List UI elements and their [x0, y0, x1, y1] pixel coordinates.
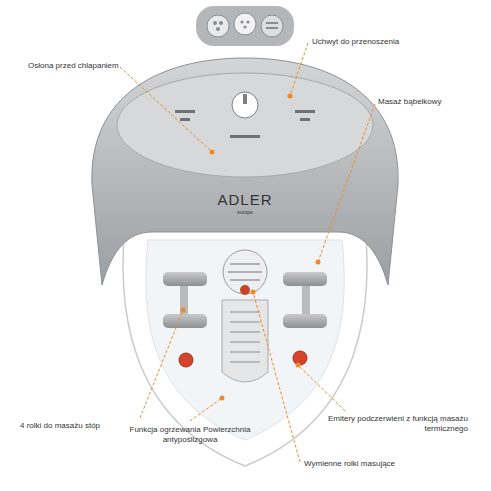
brand-logo: ADLER	[195, 191, 295, 210]
callout-label: Wymienne rolki masujące	[304, 459, 434, 469]
brand-subtitle: europe	[225, 209, 265, 215]
callout-label: Uchwyt do przenoszenia	[312, 37, 432, 47]
callout-label: Masaż bąbelkowy	[378, 97, 478, 107]
callout-label: Emitery podczerwieni z funkcją masażu te…	[318, 414, 468, 434]
callout-label: Osłona przed chlapaniem	[28, 61, 138, 71]
callout-label: Funkcja ogrzewania Powierzchnia antypośl…	[115, 425, 265, 445]
